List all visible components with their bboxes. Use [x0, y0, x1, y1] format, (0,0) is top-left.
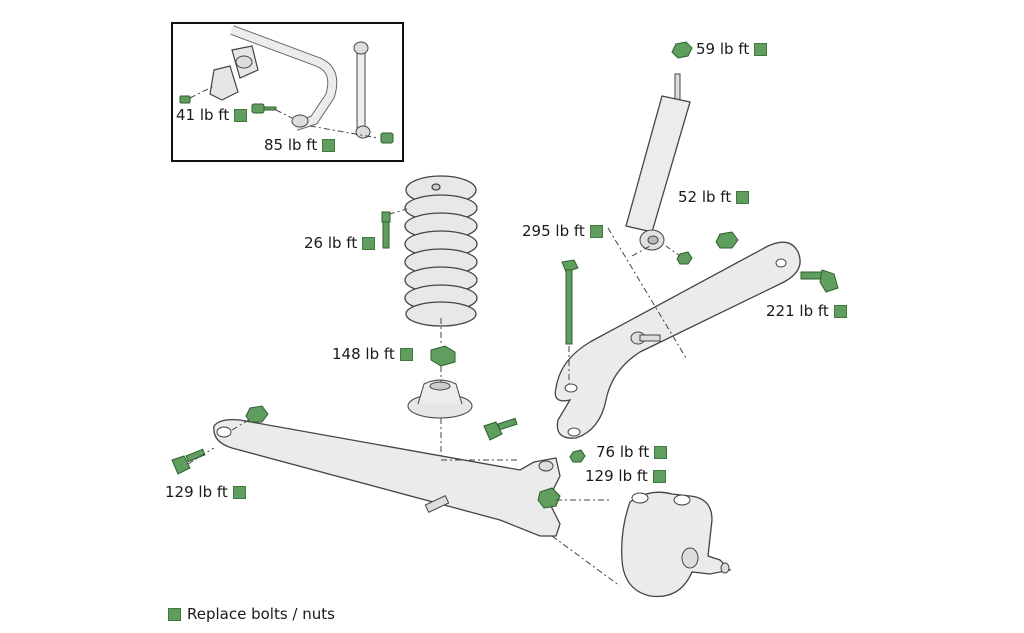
torque-value: 148 lb ft — [332, 345, 395, 363]
torque-label-59: 59 lb ft — [696, 40, 768, 58]
knuckle-nut — [569, 449, 586, 463]
green-square-icon — [232, 486, 246, 499]
green-square-icon — [736, 191, 750, 204]
guide-line — [389, 207, 411, 215]
radius-arm-nut — [715, 231, 739, 249]
green-square-icon — [168, 607, 181, 621]
inset-frame — [171, 22, 404, 162]
spring-retainer-bolt — [381, 211, 391, 249]
green-square-icon — [322, 139, 336, 152]
axle-pivot-bolt — [171, 448, 206, 475]
radius-arm-bolt — [800, 269, 839, 293]
coil-spring — [404, 175, 478, 327]
green-square-icon — [399, 348, 413, 361]
green-square-icon — [833, 305, 847, 318]
axle-beam — [213, 418, 561, 537]
green-square-icon — [589, 225, 603, 238]
spring-seat — [407, 379, 473, 419]
torque-value: 221 lb ft — [766, 302, 829, 320]
spring-seat-nut — [430, 345, 456, 367]
torque-label-221: 221 lb ft — [766, 304, 847, 319]
torque-value: 76 lb ft — [596, 443, 650, 461]
torque-value: 129 lb ft — [585, 467, 648, 485]
shock-absorber — [625, 73, 691, 251]
axle-pivot-nut — [245, 405, 269, 423]
steering-knuckle — [621, 491, 732, 598]
torque-label-85: 85 lb ft — [264, 136, 336, 154]
shock-lower-nut — [676, 251, 693, 265]
inset-guide-lines — [189, 85, 379, 139]
torque-value: 129 lb ft — [165, 483, 228, 501]
torque-value: 59 lb ft — [696, 40, 750, 58]
green-square-icon — [654, 446, 668, 459]
knuckle-bolt — [483, 417, 518, 441]
stabilizer-bushing — [209, 45, 259, 101]
green-square-icon — [754, 43, 768, 56]
green-square-icon — [652, 470, 666, 483]
radius-arm — [554, 241, 801, 439]
legend: Replace bolts / nuts — [168, 605, 335, 623]
torque-value: 52 lb ft — [678, 188, 732, 206]
torque-label-52: 52 lb ft — [678, 188, 750, 206]
legend-text: Replace bolts / nuts — [187, 605, 335, 623]
torque-label-76: 76 lb ft — [596, 443, 668, 461]
torque-value: 41 lb ft — [176, 106, 230, 124]
guide-line — [665, 245, 681, 257]
torque-label-129-pivot: 129 lb ft — [165, 485, 246, 500]
green-square-icon — [234, 109, 248, 122]
inset-bolts — [179, 95, 394, 144]
shock-upper-nut — [671, 41, 693, 59]
arm-guide-lines — [568, 227, 687, 384]
axle-guide-lines — [187, 417, 621, 587]
torque-label-148: 148 lb ft — [332, 347, 413, 362]
green-square-icon — [362, 237, 376, 250]
torque-label-41: 41 lb ft — [176, 106, 248, 124]
stabilizer-link — [353, 41, 371, 139]
torque-value: 26 lb ft — [304, 234, 358, 252]
torque-label-295: 295 lb ft — [522, 224, 603, 239]
ball-joint-nut — [537, 487, 561, 509]
bar-end-bushing — [291, 114, 309, 128]
torque-label-26: 26 lb ft — [304, 234, 376, 252]
torque-value: 85 lb ft — [264, 136, 318, 154]
stud-bolt — [561, 259, 579, 345]
stabilizer-bar — [230, 25, 338, 131]
torque-value: 295 lb ft — [522, 222, 585, 240]
torque-label-129-ball-joint: 129 lb ft — [585, 469, 666, 484]
